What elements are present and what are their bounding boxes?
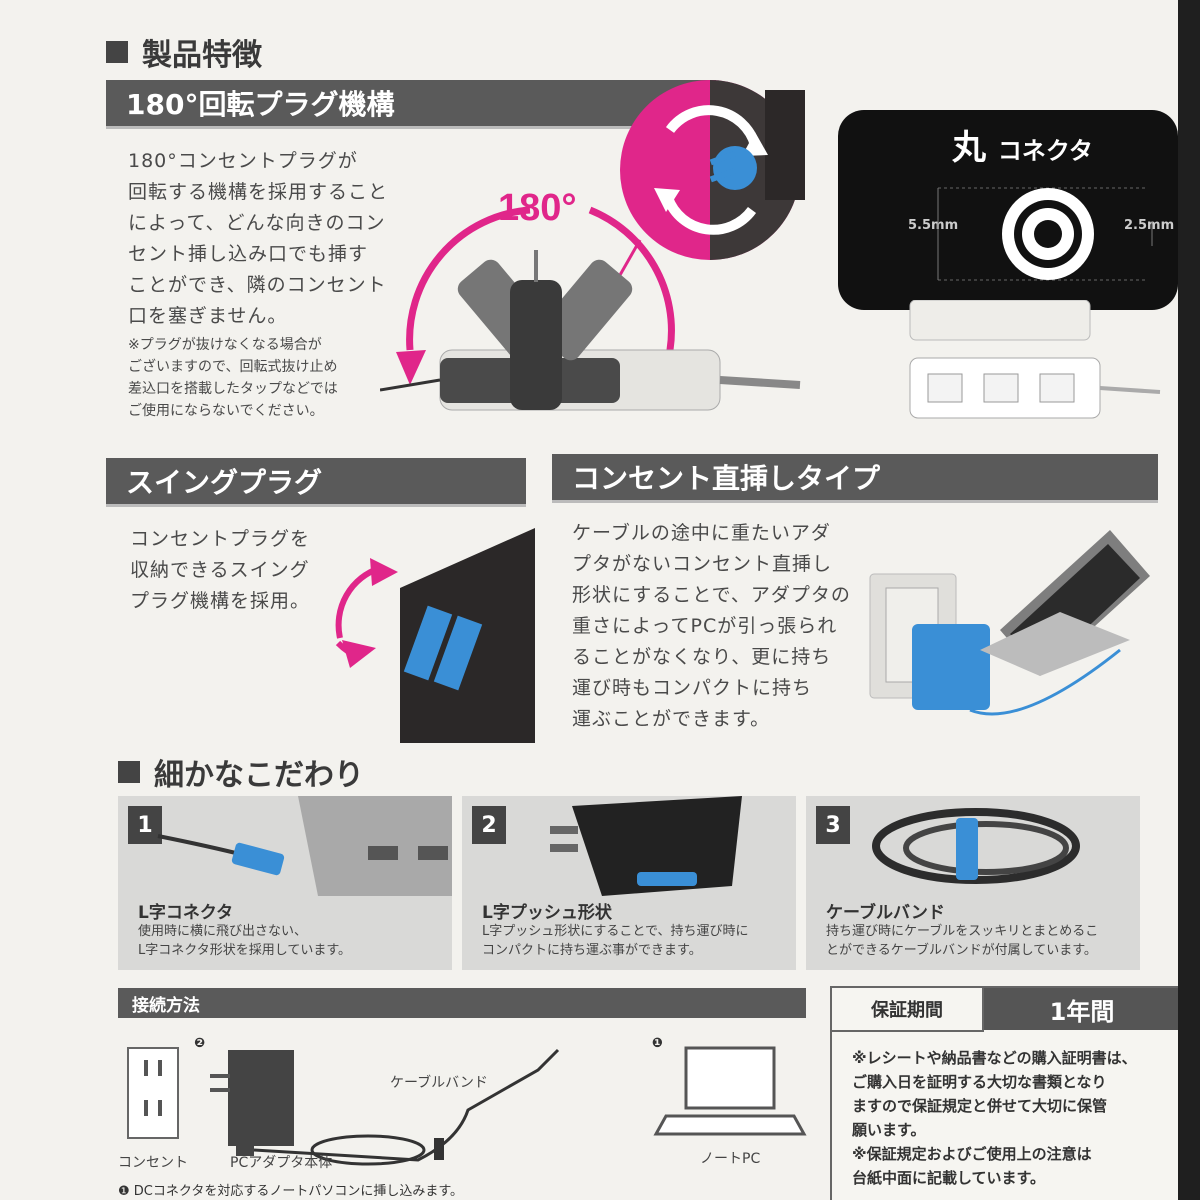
warranty-box: 保証期間 1年間 ※レシートや納品書などの購入証明書は、 ご購入日を証明する大切… (830, 986, 1178, 1200)
detail-panel-2: 2 L字プッシュ形状 L字プッシュ形状にすることで、持ち運び時に コンパクトに持… (462, 796, 796, 970)
swing-plug-illustration (335, 528, 535, 743)
panel-title: L字コネクタ (138, 903, 234, 923)
panel-description: L字プッシュ形状にすることで、持ち運び時に コンパクトに持ち運ぶ事ができます。 (482, 924, 749, 958)
panel-title: L字プッシュ形状 (482, 903, 612, 923)
wall-power-strip-icon (909, 300, 1161, 419)
rotate-heading-band: 180°回転プラグ機構 (106, 80, 716, 129)
panel-description: 持ち運び時にケーブルをスッキリとまとめるこ とができるケーブルバンドが付属してい… (826, 924, 1099, 958)
swing-heading-band: スイングプラグ (106, 458, 526, 507)
direct-plug-illustration (869, 530, 1150, 716)
panel-title: ケーブルバンド (826, 903, 945, 923)
outlet-label: コンセント (118, 1155, 188, 1171)
swing-body-text: コンセントプラグを 収納できるスイング プラグ機構を採用。 (130, 528, 311, 612)
detail-panel-1: 1 L字コネクタ 使用時に横に飛び出さない、 L字コネクタ形状を採用しています。 (118, 796, 452, 970)
warranty-period: 1年間 (984, 988, 1178, 1030)
cable-band-label: ケーブルバンド (390, 1075, 488, 1091)
l-connector-icon (157, 796, 452, 896)
connection-diagram (127, 1046, 807, 1166)
detail-panel-3: 3 ケーブルバンド 持ち運び時にケーブルをスッキリとまとめるこ とができるケーブ… (806, 796, 1140, 970)
power-strip-icon (380, 250, 801, 411)
features-section-title: 製品特徴 (106, 30, 262, 74)
connector-callout: 丸 コネクタ 5.5mm 2.5mm (838, 110, 1178, 338)
round-connector-icon (937, 187, 1153, 281)
square-bullet-icon (118, 761, 140, 783)
warranty-label: 保証期間 (832, 988, 984, 1032)
details-section-title: 細かなこだわり (118, 750, 364, 794)
connector-title: 丸 コネクタ (952, 128, 1093, 168)
panel-number: 3 (816, 806, 850, 844)
inner-diameter-label: 2.5mm (1124, 218, 1175, 233)
direct-body-text: ケーブルの途中に重たいアダ プタがないコンセント直挿し 形状にすることで、アダプ… (572, 522, 851, 730)
panel-description: 使用時に横に飛び出さない、 L字コネクタ形状を採用しています。 (138, 924, 352, 958)
laptop-label: ノートPC (700, 1151, 761, 1167)
rotation-circle-icon (598, 80, 805, 311)
panel-number: 1 (128, 806, 162, 844)
adapter-label: PCアダプタ本体 (230, 1155, 333, 1171)
rotate-illustration: 180° (380, 80, 805, 411)
direct-heading-band: コンセント直挿しタイプ (552, 454, 1158, 503)
step-2-marker: ❷ (194, 1036, 206, 1051)
connection-footnote: ❶ DCコネクタを対応するノートパソコンに挿し込みます。 (118, 1184, 464, 1199)
l-push-shape-icon (550, 796, 742, 896)
angle-label: 180° (498, 187, 577, 229)
connection-heading-band: 接続方法 (118, 988, 806, 1018)
rotate-body-text: 180°コンセントプラグが 回転する機構を採用すること によって、どんな向きのコ… (128, 150, 389, 327)
panel-number: 2 (472, 806, 506, 844)
step-1-marker: ❶ (652, 1036, 664, 1051)
cable-band-icon (872, 808, 1080, 884)
rotate-note: ※プラグが抜けなくなる場合が ございますので、回転式抜け止め 差込口を搭載したタ… (128, 337, 338, 419)
outer-diameter-label: 5.5mm (908, 218, 959, 233)
square-bullet-icon (106, 41, 128, 63)
warranty-notes: ※レシートや納品書などの購入証明書は、 ご購入日を証明する大切な書類となり ます… (852, 1049, 1137, 1187)
